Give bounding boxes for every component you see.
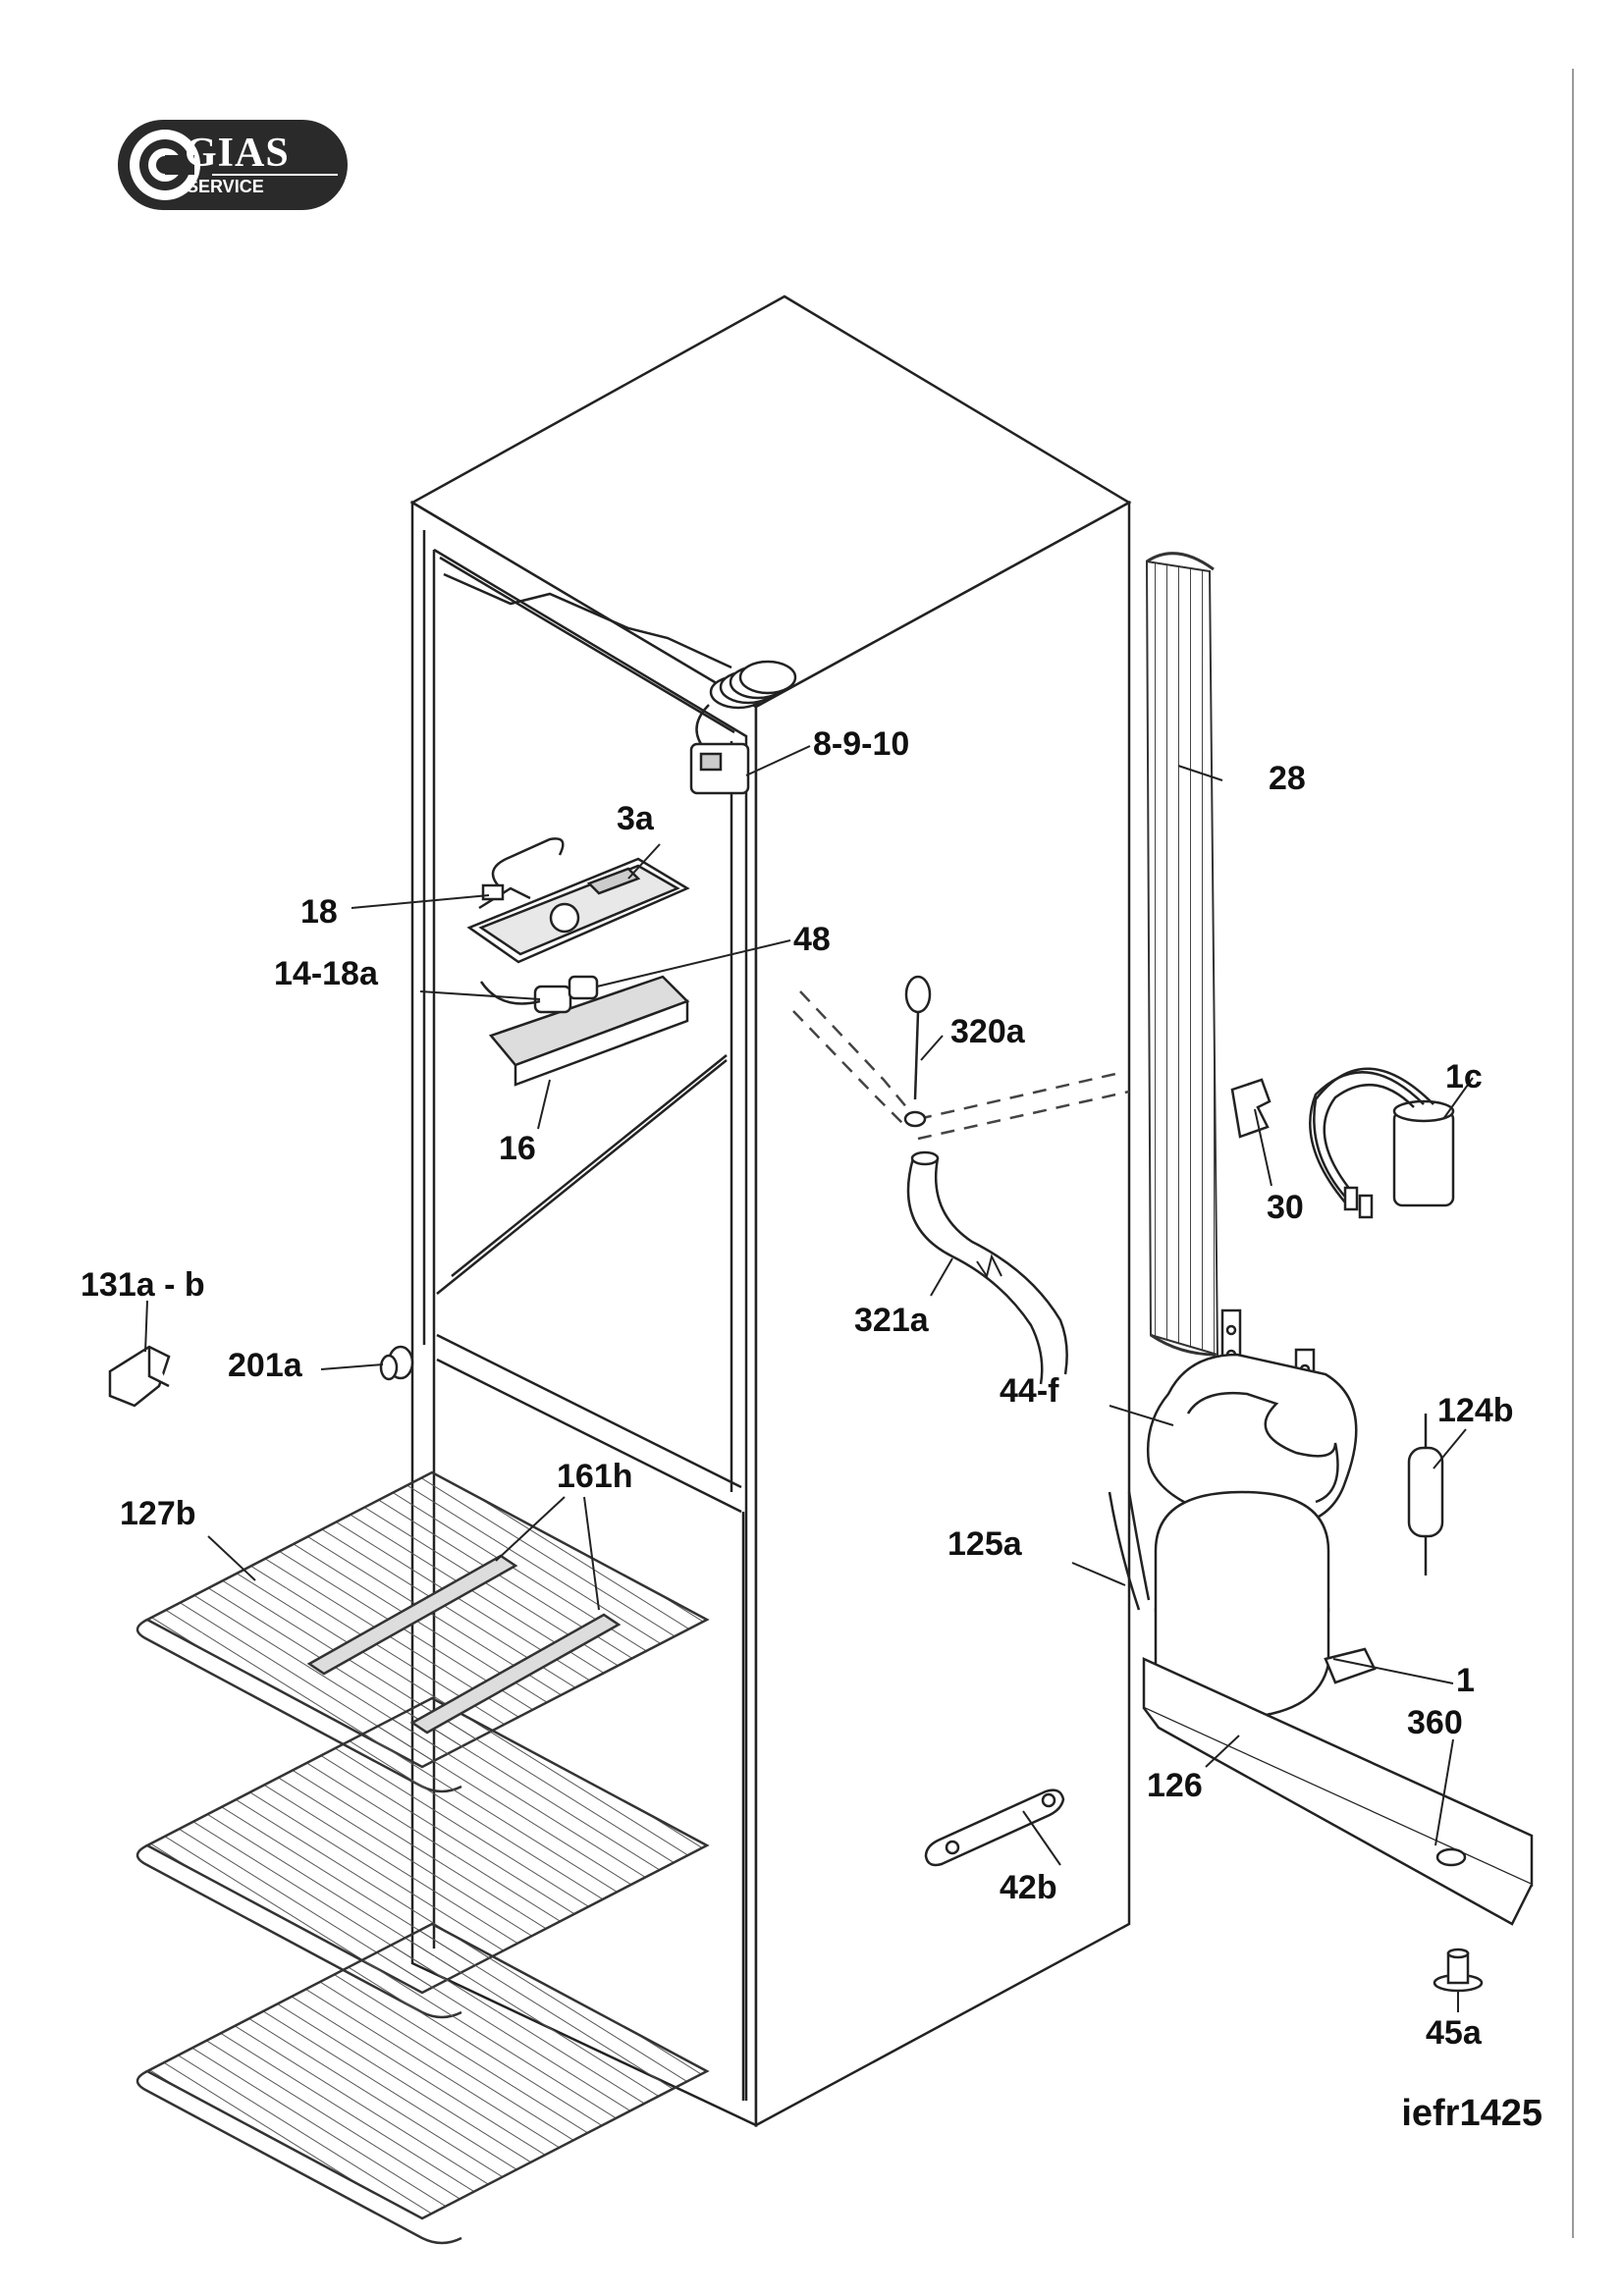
callout-131a-b: 131a - b bbox=[81, 1266, 205, 1304]
callout-126: 126 bbox=[1147, 1767, 1203, 1804]
handle-part bbox=[924, 1789, 1065, 1867]
clip-part bbox=[1230, 1078, 1271, 1139]
capacitor bbox=[1309, 1067, 1455, 1219]
base-rail bbox=[1142, 1657, 1534, 1926]
callout-14-18a: 14-18a bbox=[274, 955, 378, 992]
logo-brand: GIAS bbox=[185, 131, 290, 176]
callout-201a: 201a bbox=[228, 1347, 302, 1384]
drip-tray bbox=[1147, 1308, 1358, 1528]
callout-16: 16 bbox=[499, 1130, 536, 1167]
callout-360: 360 bbox=[1407, 1704, 1463, 1741]
callout-48: 48 bbox=[793, 921, 831, 958]
callout-42b: 42b bbox=[1000, 1869, 1057, 1906]
drain-tube bbox=[906, 1150, 1068, 1385]
callout-127b: 127b bbox=[120, 1495, 196, 1532]
callout-161h: 161h bbox=[557, 1458, 633, 1495]
callout-125a: 125a bbox=[947, 1525, 1022, 1563]
callout-3a: 3a bbox=[617, 800, 654, 837]
callout-1c: 1c bbox=[1445, 1058, 1483, 1095]
leveling-foot bbox=[1433, 1948, 1484, 1993]
callout-320a: 320a bbox=[950, 1013, 1025, 1050]
page-edge-rule bbox=[1572, 69, 1574, 2238]
logo-subtitle: SERVICE bbox=[187, 177, 264, 196]
callout-45a: 45a bbox=[1426, 2014, 1482, 2052]
callout-30: 30 bbox=[1267, 1189, 1304, 1226]
wire-shelves bbox=[135, 1470, 710, 2245]
thermostat bbox=[689, 660, 797, 795]
callout-124b: 124b bbox=[1437, 1392, 1514, 1429]
drain-plug-tool bbox=[903, 975, 932, 1128]
leader-lines bbox=[144, 745, 1474, 2012]
condenser-coil bbox=[1145, 552, 1219, 1357]
callout-321a: 321a bbox=[854, 1302, 929, 1339]
callout-44-f: 44-f bbox=[1000, 1372, 1059, 1410]
callout-1: 1 bbox=[1456, 1662, 1475, 1699]
starter-relay bbox=[1407, 1414, 1444, 1575]
callout-28: 28 bbox=[1269, 760, 1306, 797]
gias-service-logo: GIAS SERVICE bbox=[116, 116, 352, 214]
latch-part bbox=[108, 1345, 171, 1408]
drawing-code: iefr1425 bbox=[1401, 2093, 1542, 2134]
callout-18: 18 bbox=[300, 893, 338, 931]
drain-path bbox=[792, 990, 1130, 1141]
stopper-plug bbox=[379, 1345, 414, 1381]
callout-8-9-10: 8-9-10 bbox=[813, 725, 910, 763]
